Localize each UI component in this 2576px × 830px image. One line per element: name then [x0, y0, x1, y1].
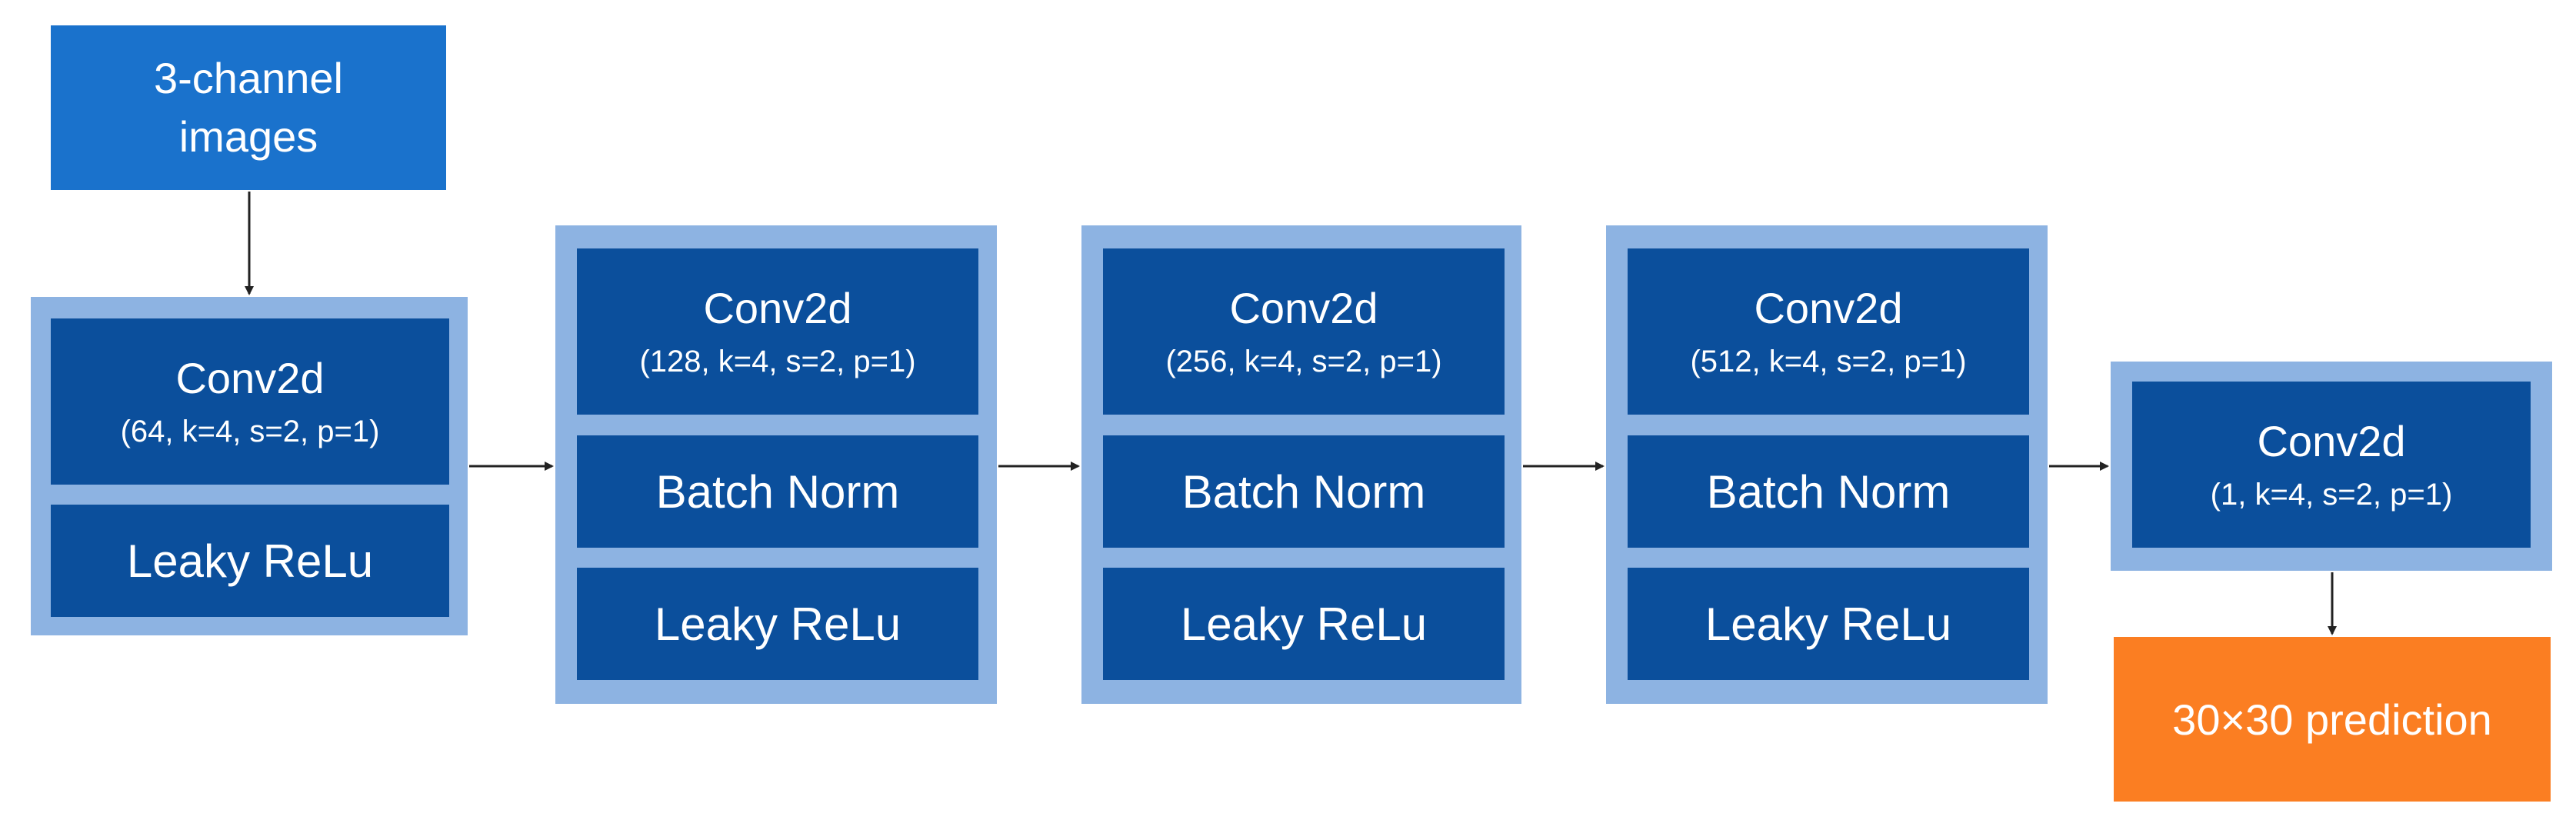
block-2-conv-params: (128, k=4, s=2, p=1)	[639, 344, 916, 378]
block-2-batch-norm-layer: Batch Norm	[577, 435, 978, 548]
block-4-act-label: Leaky ReLu	[1705, 598, 1952, 650]
block-4-conv2d-layer: Conv2d (512, k=4, s=2, p=1)	[1628, 248, 2029, 415]
block-2-act-label: Leaky ReLu	[654, 598, 901, 650]
block-4-leaky-relu-layer: Leaky ReLu	[1628, 568, 2029, 680]
block-3-leaky-relu-layer: Leaky ReLu	[1103, 568, 1505, 680]
block-3-conv2d-layer: Conv2d (256, k=4, s=2, p=1)	[1103, 248, 1505, 415]
output-label: 30×30 prediction	[2172, 695, 2492, 744]
block-3-conv-title: Conv2d	[1229, 284, 1378, 333]
block-5-conv2d-layer: Conv2d (1, k=4, s=2, p=1)	[2132, 382, 2531, 548]
block-4-conv-params: (512, k=4, s=2, p=1)	[1690, 344, 1967, 378]
block-1-leaky-relu-layer: Leaky ReLu	[51, 505, 449, 617]
block-2-conv2d-layer: Conv2d (128, k=4, s=2, p=1)	[577, 248, 978, 415]
block-4-conv-title: Conv2d	[1754, 284, 1903, 333]
block-2-leaky-relu-layer: Leaky ReLu	[577, 568, 978, 680]
block-3-batch-norm-layer: Batch Norm	[1103, 435, 1505, 548]
block-4-batch-norm-layer: Batch Norm	[1628, 435, 2029, 548]
block-2-conv-title: Conv2d	[703, 284, 852, 333]
output-prediction-node: 30×30 prediction	[2114, 637, 2551, 802]
input-label-line2: images	[178, 112, 318, 161]
block-3-act-label: Leaky ReLu	[1180, 598, 1428, 650]
block-1-conv-params: (64, k=4, s=2, p=1)	[120, 414, 380, 448]
block-5-conv-title: Conv2d	[2257, 417, 2406, 466]
input-images-node: 3-channel images	[51, 25, 446, 190]
block-5-conv-params: (1, k=4, s=2, p=1)	[2210, 477, 2453, 512]
block-3-norm-label: Batch Norm	[1181, 465, 1426, 518]
block-3-conv-params: (256, k=4, s=2, p=1)	[1165, 344, 1442, 378]
block-2-norm-label: Batch Norm	[655, 465, 900, 518]
block-1-conv2d-layer: Conv2d (64, k=4, s=2, p=1)	[51, 318, 449, 485]
block-1-conv-title: Conv2d	[175, 354, 325, 403]
block-4-norm-label: Batch Norm	[1706, 465, 1951, 518]
input-label-line1: 3-channel	[154, 54, 343, 103]
block-1-act-label: Leaky ReLu	[126, 535, 374, 587]
